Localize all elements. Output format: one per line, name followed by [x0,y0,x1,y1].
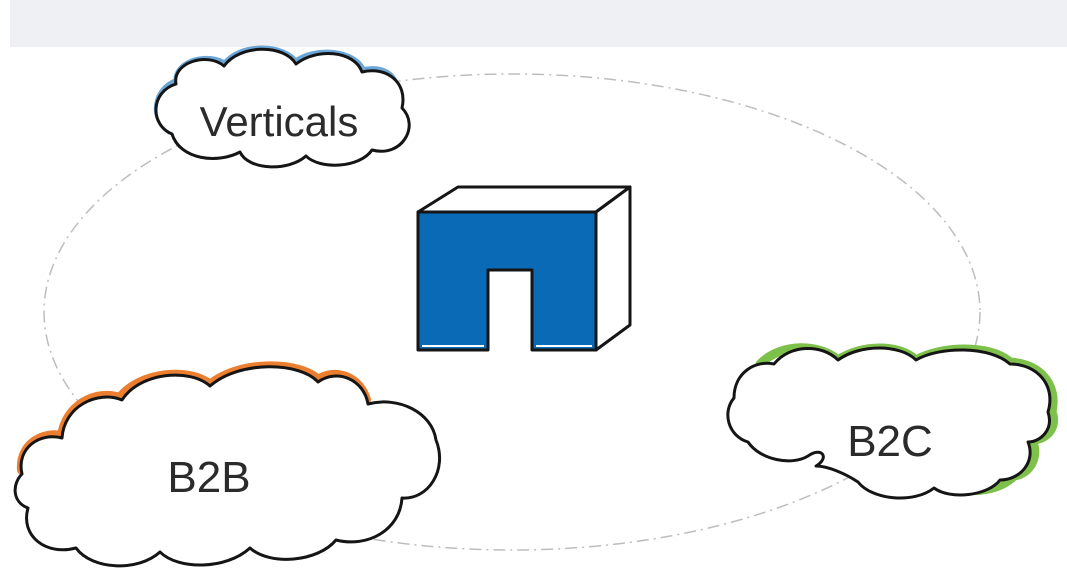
cube-notch-highlight [490,272,528,346]
orbit-ellipse [43,73,981,551]
b2c-cloud[interactable]: B2C [726,343,1058,500]
netapp-logo-icon [416,185,632,352]
cube-side-face [594,185,632,352]
b2c-cloud-shape [726,346,1052,500]
b2b-cloud-shape [13,365,442,568]
verticals-cloud[interactable]: Verticals [153,45,411,169]
b2c-label: B2C [847,417,933,466]
cube-front-face [416,210,598,352]
verticals-label: Verticals [200,98,359,145]
verticals-cloud-shape [154,47,411,169]
header-band [10,0,1067,47]
b2b-label: B2B [167,453,250,502]
b2b-cloud[interactable]: B2B [13,361,442,568]
cube-top-face [416,185,632,214]
